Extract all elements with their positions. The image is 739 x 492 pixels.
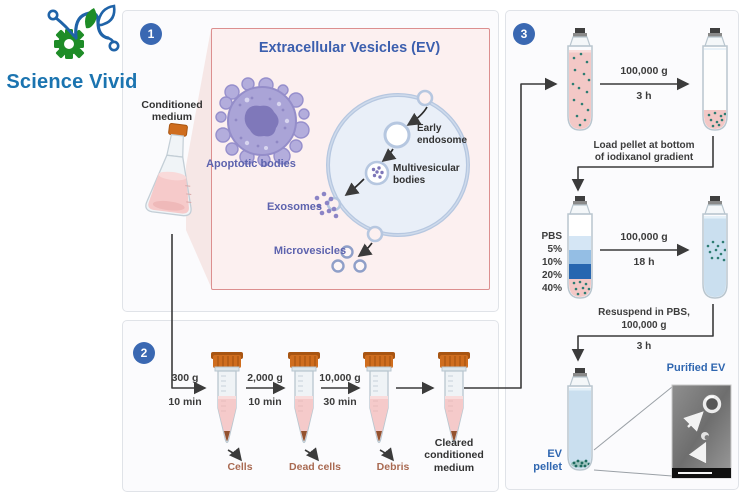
gradient-label-10: 10%: [541, 257, 562, 268]
pellet-arrow-2: [304, 447, 319, 462]
resuspend-note-line1: Resuspend in PBS,: [598, 307, 690, 318]
uc-tube-ev-band: [702, 195, 728, 299]
centrifuge-tube-4: [437, 351, 471, 444]
step1-time: 10 min: [168, 396, 202, 408]
multivesicular-bodies-label: Multivesicular bodies: [393, 163, 460, 186]
spin2-speed: 100,000 g: [620, 231, 668, 243]
pellet-arrow-1: [227, 447, 242, 462]
load-gradient-note: Load pellet at bottom of iodixanol gradi…: [593, 140, 695, 163]
flask-label: Conditioned medium: [141, 99, 203, 124]
uc-tube-suspension: [567, 27, 593, 131]
spin1-time: 3 h: [636, 90, 652, 102]
pellet-label-cells: Cells: [227, 461, 253, 473]
resuspend-connector: [571, 304, 714, 362]
gradient-label-pbs: PBS: [541, 231, 562, 242]
pellet-arrow-3: [379, 447, 394, 462]
flask-to-spin-arrow: [171, 234, 207, 395]
to-panel3-arrow: [464, 77, 558, 389]
load-gradient-connector: [571, 136, 714, 192]
apoptotic-bodies-label: Apoptotic bodies: [206, 158, 296, 170]
gradient-label-5: 5%: [547, 244, 562, 255]
apoptotic-body-illustration: [215, 77, 310, 167]
pellet-label-dead-cells: Dead cells: [289, 461, 341, 473]
magnifier-lines: [593, 386, 673, 477]
spin1-speed: 100,000 g: [620, 65, 668, 77]
uc-tube-pellet: [702, 27, 728, 131]
brand-name: Science Vivid: [6, 71, 138, 93]
iodixanol-gradient-tube: [567, 195, 593, 299]
purified-ev-micrograph: [671, 384, 732, 479]
resuspend-note-line2: 100,000 g: [621, 320, 667, 331]
conditioned-medium-flask: [145, 123, 192, 217]
pellet-label-debris: Debris: [376, 461, 410, 473]
brand-logo-icon: [47, 4, 120, 59]
microvesicles-rings: [331, 245, 367, 273]
zoom-wedge: [186, 29, 211, 287]
step-3-badge: 3: [513, 23, 535, 45]
step2-speed: 2,000 g: [247, 372, 283, 384]
step-2-badge: 2: [133, 342, 155, 364]
step3-speed: 10,000 g: [319, 372, 361, 384]
cell-illustration: [314, 89, 470, 273]
cleared-medium-label: Cleared conditioned medium: [424, 437, 484, 474]
exosomes-dots: [314, 191, 339, 219]
step-1-badge: 1: [140, 23, 162, 45]
step1-speed: 300 g: [171, 372, 199, 384]
gradient-label-40: 40%: [541, 283, 562, 294]
gradient-label-20: 20%: [541, 270, 562, 281]
exosomes-label: Exosomes: [266, 201, 322, 213]
uc-tube-ev-pellet: [567, 367, 593, 471]
inset-title: Extracellular Vesicles (EV): [258, 40, 441, 56]
ev-pellet-label: EV pellet: [533, 448, 562, 473]
spin2-time: 18 h: [633, 256, 655, 268]
early-endosome-label: Early endosome: [417, 123, 468, 146]
microvesicles-label: Microvesicles: [273, 245, 347, 257]
purified-ev-label: Purified EV: [666, 362, 726, 374]
resuspend-time: 3 h: [636, 341, 652, 352]
step2-time: 10 min: [248, 396, 282, 408]
step3-time: 30 min: [323, 396, 357, 408]
